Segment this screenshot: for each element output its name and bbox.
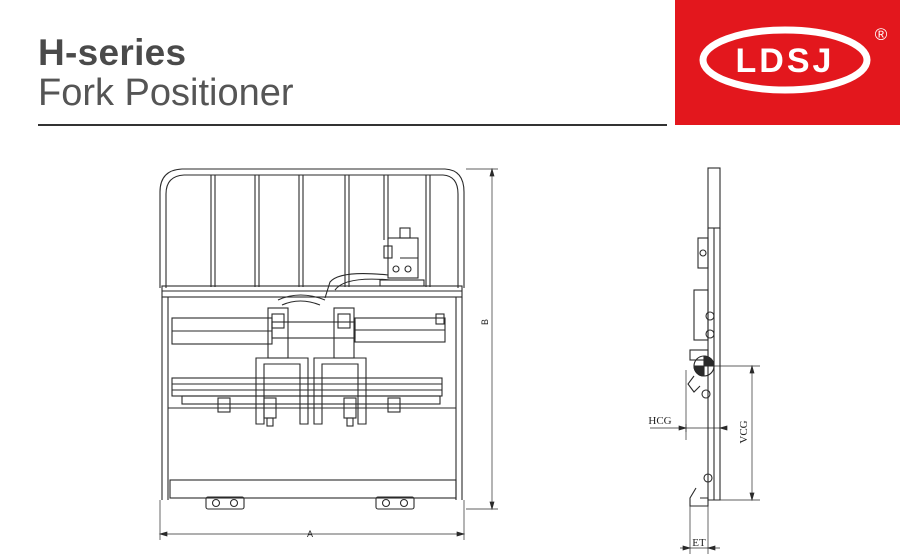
side-backrest [707, 167, 721, 229]
page-subtitle: Fork Positioner [38, 72, 294, 114]
dimension-b-label: B [480, 319, 490, 325]
front-view [158, 167, 498, 540]
load-backrest-inner [165, 174, 459, 288]
bottom-plate [169, 479, 457, 499]
backrest-bars [210, 175, 431, 287]
brand-logo: LDSJ ® [675, 0, 900, 125]
center-of-gravity-marker [693, 355, 715, 377]
logo-registered-mark: ® [875, 25, 888, 44]
hydraulic-valve [324, 227, 425, 299]
et-label: ET [692, 537, 706, 549]
dimension-b [466, 167, 498, 511]
page-title: H-series [38, 32, 187, 73]
vcg-label: VCG [738, 420, 750, 443]
dimension-a-label: A [307, 529, 313, 539]
dimension-hcg [650, 370, 728, 440]
hcg-label: HCG [648, 415, 671, 427]
load-backrest-outer [159, 168, 465, 288]
dimension-a [158, 500, 466, 540]
lower-carriage-bar [171, 377, 443, 397]
logo-background [675, 0, 900, 125]
fork-arm-left [255, 307, 309, 427]
logo-text: LDSJ [736, 42, 835, 80]
hydraulic-cylinder [171, 294, 446, 345]
logo-ring [699, 26, 871, 94]
side-view [650, 167, 760, 554]
logo-graphic: LDSJ ® [675, 0, 900, 125]
bottom-hooks [205, 496, 415, 510]
fork-arm-right [313, 307, 367, 427]
dimension-vcg [714, 364, 760, 502]
header-divider [38, 124, 667, 126]
dimension-et [680, 506, 720, 554]
